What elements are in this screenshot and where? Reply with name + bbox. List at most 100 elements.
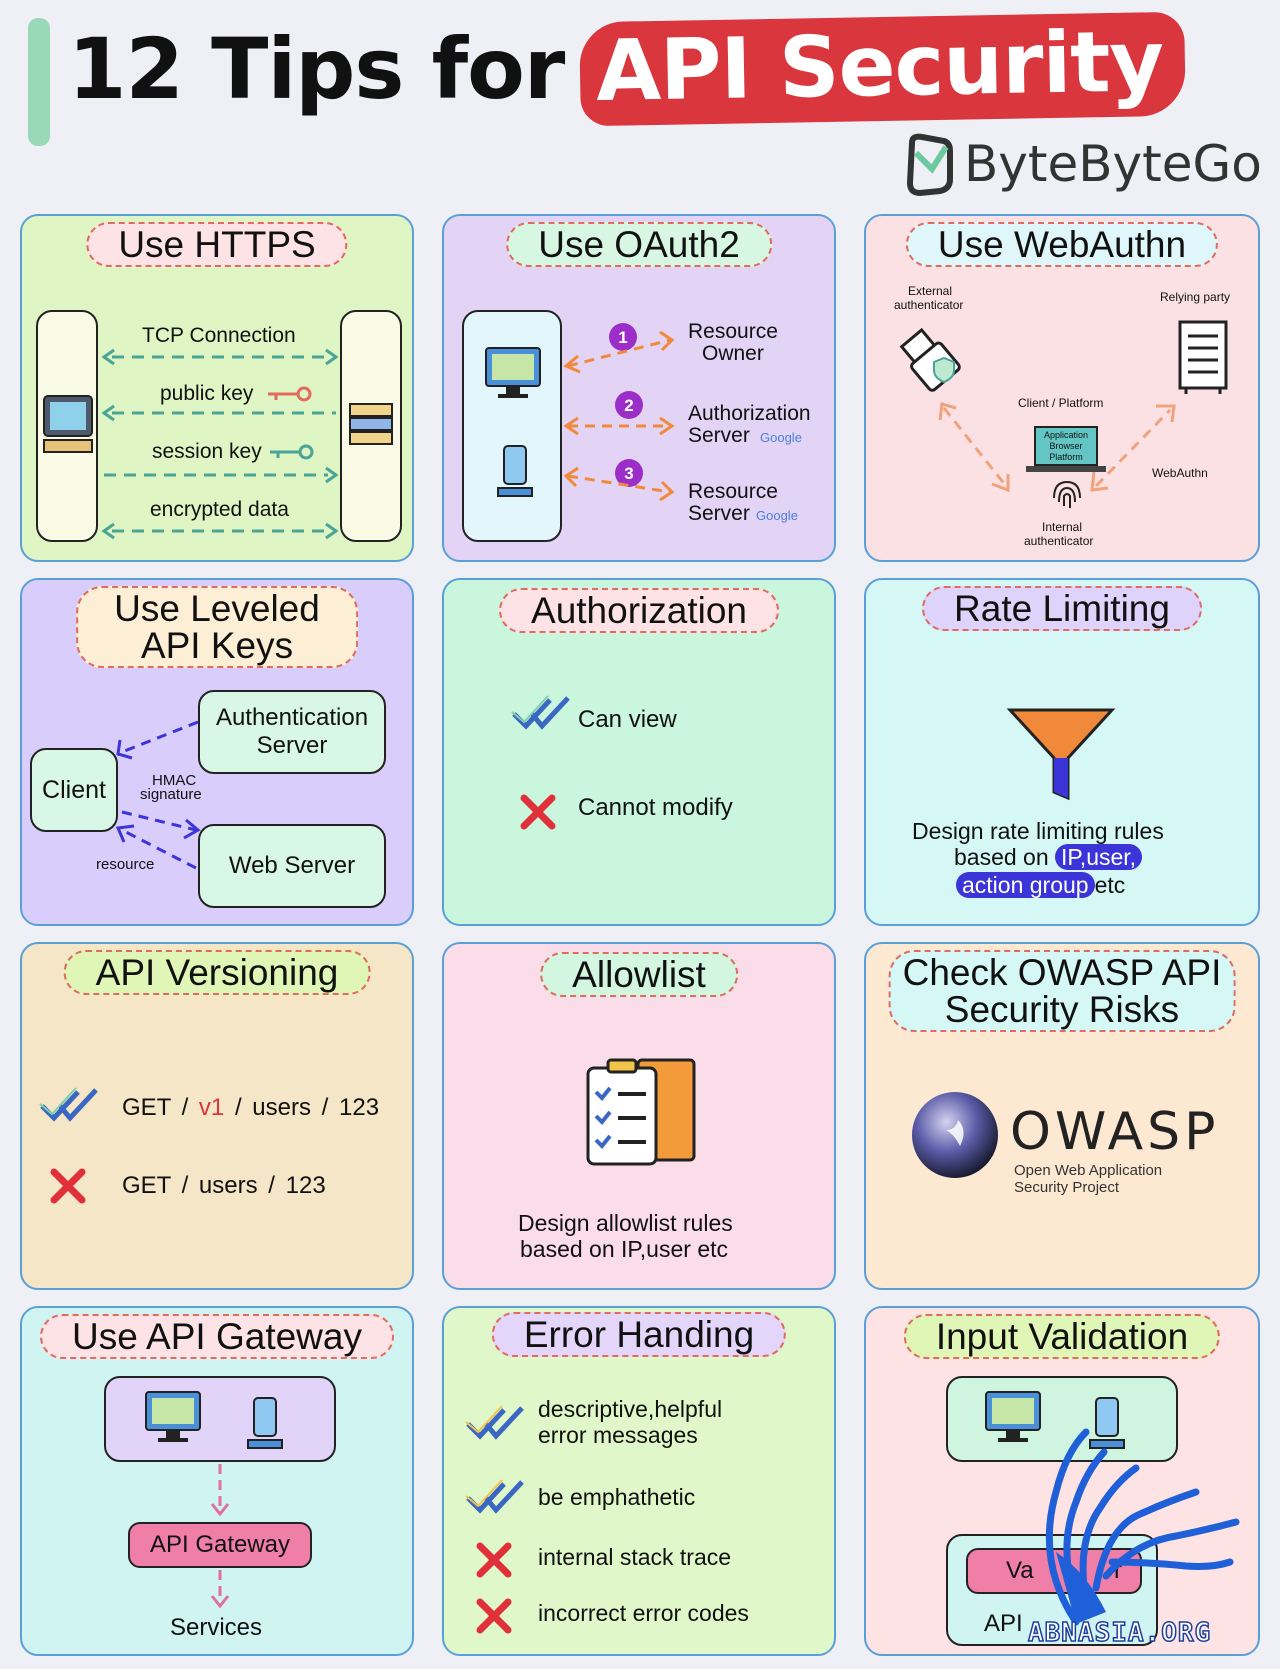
relying-party-label: Relying party <box>1160 290 1231 304</box>
platform-label: Platform <box>1049 452 1083 462</box>
panel-use-oauth2: Use OAuth2 1 2 3 Resource Owner Authoriz… <box>442 214 836 562</box>
browser-label: Browser <box>1049 441 1083 451</box>
cross-icon <box>520 794 556 830</box>
authorization-server-label: Authorization <box>688 402 811 425</box>
step-badge-2: 2 <box>615 391 643 419</box>
bad-practice-2: incorrect error codes <box>538 1600 749 1626</box>
desktop-icon <box>485 347 541 398</box>
panel-title: Use Leveled API Keys <box>76 586 358 668</box>
panel-title: Authorization <box>499 588 779 633</box>
watermark-text: ABNASIA.ORG <box>1027 1617 1212 1649</box>
owasp-subtitle-1: Open Web Application <box>1014 1162 1163 1179</box>
authentication-server-label-2: Server <box>256 732 328 759</box>
step-badge-1: 1 <box>609 323 637 351</box>
http-method: GET <box>122 1094 171 1121</box>
tcp-arrow <box>101 348 339 366</box>
desktop-icon <box>145 1391 201 1442</box>
application-label: Application <box>1043 430 1089 440</box>
resource-server-label: Resource <box>688 480 778 503</box>
web-server-label: Web Server <box>228 852 356 879</box>
api-key-arrows <box>115 720 201 870</box>
good-practice-2: be emphathetic <box>538 1484 696 1510</box>
resource-owner-label: Resource <box>688 320 778 343</box>
panel-leveled-api-keys: Use Leveled API Keys Client Authenticati… <box>20 578 414 926</box>
webauthn-label: WebAuthn <box>1152 466 1208 480</box>
cannot-modify-label: Cannot modify <box>578 794 733 821</box>
client-devices-box <box>946 1376 1178 1462</box>
api-gateway-label: API Gateway <box>149 1531 291 1558</box>
allowlist-rule-line-2: based on IP,user etc <box>520 1236 728 1262</box>
session-key-arrow <box>104 466 339 484</box>
server-icon <box>1178 320 1228 394</box>
cross-icon <box>50 1168 86 1204</box>
title-highlight: API Security <box>579 11 1187 127</box>
resource-server-label-2: Server <box>688 502 750 525</box>
fingerprint-icon <box>1053 480 1081 508</box>
encrypted-data-label: encrypted data <box>150 498 289 521</box>
phone-icon <box>497 445 533 497</box>
page-title: 12 Tips for API Security <box>68 11 1187 127</box>
allowlist-rule-line-1: Design allowlist rules <box>518 1210 733 1236</box>
path-separator: / <box>181 1172 189 1199</box>
cross-icon <box>476 1598 512 1634</box>
key-icon <box>270 444 314 460</box>
based-on-label: based on <box>954 844 1049 870</box>
webauthn-arrows <box>938 402 1176 493</box>
panel-title: Use HTTPS <box>86 222 348 267</box>
authentication-server-box: Authentication Server <box>198 690 386 774</box>
client-box: Client <box>30 748 118 832</box>
bird-watermark-icon <box>1045 1428 1240 1626</box>
panel-title-line-2: API Keys <box>140 625 294 666</box>
users-segment: users <box>198 1172 258 1199</box>
panel-allowlist: Allowlist Design allowlist rules based o… <box>442 942 836 1290</box>
panel-api-versioning: API Versioning GET / v1 / users / 123 GE… <box>20 942 414 1290</box>
panel-use-webauthn: Use WebAuthn External authenticator Rely… <box>864 214 1260 562</box>
id-segment: 123 <box>285 1172 326 1199</box>
etc-label: etc <box>1094 872 1126 898</box>
google-label: Google <box>756 508 798 523</box>
ip-user-pill: IP,user, <box>1055 844 1143 870</box>
step-number: 2 <box>624 396 633 415</box>
gateway-arrow-out <box>210 1570 230 1609</box>
panel-title: Input Validation <box>903 1314 1221 1359</box>
server-rack-icon <box>349 403 393 445</box>
session-key-label: session key <box>152 440 262 463</box>
web-server-box: Web Server <box>198 824 386 908</box>
public-key-arrow <box>101 404 336 422</box>
client-platform-label: Client / Platform <box>1018 396 1104 410</box>
validator-label-end: r <box>1114 1557 1122 1584</box>
owasp-wordmark: OWASP <box>1010 1102 1220 1162</box>
id-segment: 123 <box>339 1094 380 1121</box>
panel-error-handling: Error Handing descriptive,helpful error … <box>442 1306 836 1656</box>
panel-owasp: Check OWASP API Security Risks OWASP Ope… <box>864 942 1260 1290</box>
bad-practice-1: internal stack trace <box>538 1544 732 1570</box>
panel-title: Rate Limiting <box>922 586 1202 631</box>
good-practice-1b: error messages <box>538 1422 698 1448</box>
brand-logo: ByteByteGo <box>906 130 1262 198</box>
panel-title: API Versioning <box>63 950 371 995</box>
action-group-pill: action group <box>956 872 1095 898</box>
external-authenticator-label: External <box>908 284 953 298</box>
usb-key-icon <box>899 327 961 392</box>
title-prefix: 12 Tips for <box>68 20 565 118</box>
rate-rule-line-2: based on IP,user, <box>954 844 1143 871</box>
key-icon <box>268 386 312 402</box>
laptop-screen: Application Browser Platform <box>1034 426 1098 466</box>
internal-authenticator-label: Internal <box>1042 520 1083 534</box>
double-check-icon <box>39 1087 98 1122</box>
tcp-connection-label: TCP Connection <box>142 324 296 347</box>
panel-title: Allowlist <box>540 952 738 997</box>
panel-title: Error Handing <box>491 1312 787 1357</box>
authentication-server-label: Authentication <box>215 704 369 731</box>
desktop-icon <box>985 1391 1041 1442</box>
client-devices-box <box>104 1376 336 1462</box>
phone-icon <box>247 1397 283 1449</box>
clipboard-icon <box>586 1058 696 1166</box>
double-check-icon <box>465 1479 524 1514</box>
bytebytego-logo-icon <box>906 133 953 197</box>
panel-authorization: Authorization Can view Cannot modify <box>442 578 836 926</box>
path-separator: / <box>321 1094 329 1121</box>
services-label: Services <box>170 1614 263 1641</box>
google-label: Google <box>760 430 802 445</box>
